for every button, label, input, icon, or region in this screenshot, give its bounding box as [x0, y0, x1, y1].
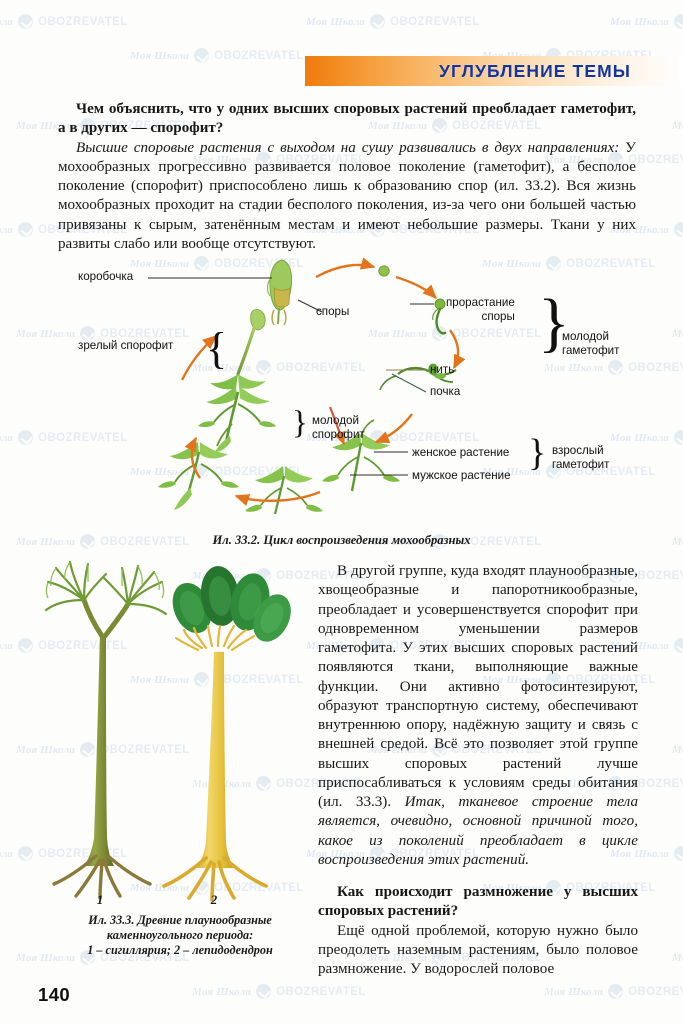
protonema-thread-and-bud	[379, 363, 457, 391]
label-nit: нить	[430, 363, 455, 376]
right-paragraph-1: В другой группе, куда входят плаунообраз…	[318, 562, 638, 870]
leafy-gametophyte-left	[198, 374, 276, 452]
right-paragraph-1-roman: В другой группе, куда входят плаунообраз…	[318, 563, 638, 810]
figure-333-caption: Ил. 33.3. Древние плаунообразные каменно…	[46, 913, 314, 958]
label-zrelyi-sporofit: зрелый спорофит	[78, 339, 174, 352]
arrow-to-female-plant	[328, 406, 346, 446]
lepidodendron-leaf-scars	[174, 624, 256, 652]
arrow-germ-to-protonema	[449, 329, 466, 370]
intro-text-block: Чем объяснить, что у одних высших споров…	[58, 100, 636, 254]
figure-332-caption: Ил. 33.2. Цикл воспроизведения мохообраз…	[212, 533, 471, 547]
arrow-capsule-to-spore	[315, 257, 376, 279]
question-heading-1: Чем объяснить, что у одних высших споров…	[58, 101, 636, 137]
label-molodoi-gametofit-line1: молодой	[562, 330, 609, 343]
label-vzroslyi-gametofit-line1: взрослый	[552, 444, 604, 457]
brace-adult-gametophyte: }	[528, 432, 547, 474]
label-molodoi-gametofit-line2: гаметофит	[562, 343, 620, 357]
right-column-text: В другой группе, куда входят плаунообраз…	[318, 562, 638, 979]
label-muzhskoe-rastenie: мужское растение	[412, 469, 511, 482]
label-prorastanie-spory: прорастание споры	[446, 296, 515, 323]
cycle-arrows	[180, 257, 466, 507]
page-number: 140	[38, 984, 71, 1005]
mature-sporophyte	[236, 309, 266, 376]
figure-333-caption-line1: Ил. 33.3. Древние плаунообразные	[88, 913, 272, 927]
label-spory: споры	[316, 305, 350, 318]
section-banner: УГЛУБЛЕНИЕ ТЕМЫ	[305, 56, 683, 86]
lepidodendron-roots	[162, 856, 268, 902]
figure-moss-life-cycle: коробочка споры зрелый спорофит { прорас…	[40, 252, 643, 520]
figure-333-caption-line3: 1 – сигиллярия; 2 – лепидодендрон	[87, 943, 273, 957]
moss-cycle-illustration	[148, 257, 466, 515]
figure-333-caption-line2: каменноугольного периода:	[106, 928, 254, 942]
label-prorastanie-line1: прорастание	[446, 296, 515, 309]
arrow-adult-to-young	[234, 490, 321, 507]
question-heading-2: Как происходит размножение у высших спор…	[318, 884, 638, 920]
label-molodoi-sporofit: молодой спорофит	[312, 414, 365, 441]
male-plant	[245, 466, 323, 515]
intro-rest: У мохообразных прогрессивно развивается …	[58, 140, 636, 252]
label-vzroslyi-gametofit: взрослый гаметофит	[552, 444, 609, 471]
lycophyte-illustration: 1	[44, 560, 291, 907]
brace-young-gametophyte: }	[538, 286, 570, 359]
sigillaria-plant	[44, 560, 168, 900]
label-prorastanie-line2: споры	[481, 309, 515, 323]
label-vzroslyi-gametofit-line2: гаметофит	[552, 457, 610, 471]
germinating-spore	[432, 298, 447, 335]
label-zhenskoe-rastenie: женское растение	[412, 446, 510, 459]
free-spore	[378, 265, 390, 277]
figure-333-number-2: 2	[210, 892, 218, 907]
sigillaria-fronds	[44, 560, 168, 616]
leader-lines	[148, 277, 434, 476]
lepidodendron-plant	[162, 566, 291, 902]
right-paragraph-2: Ещё одной проблемой, которую нужно было …	[318, 922, 638, 978]
label-molodoi-sporofit-line2: спорофит	[312, 427, 365, 441]
label-korobochka: коробочка	[78, 270, 134, 283]
intro-paragraph: Высшие споровые растения с выходом на су…	[58, 139, 636, 254]
label-pochka: почка	[430, 385, 461, 398]
brace-mature-sporophyte: {	[206, 324, 228, 373]
arrow-mature-to-capsule	[180, 335, 218, 381]
arrow-protonema-to-adult	[374, 413, 413, 444]
sigillaria-roots	[52, 854, 152, 900]
sporangium-capsule	[266, 259, 293, 326]
arrow-young-to-mature	[184, 436, 201, 479]
figure-ancient-lycophytes: 1	[44, 556, 316, 908]
intro-lead-italic: Высшие споровые растения с выходом на су…	[76, 140, 620, 157]
right-paragraph-1-italic: Итак, тканевое строение тела является, о…	[318, 794, 638, 868]
leader-spory	[297, 299, 323, 313]
brace-young-sporophyte: }	[292, 405, 308, 441]
banner-title: УГЛУБЛЕНИЕ ТЕМЫ	[439, 60, 631, 81]
label-molodoi-sporofit-line1: молодой	[312, 414, 359, 427]
lepidodendron-crown	[172, 566, 291, 642]
label-molodoi-gametofit: молодой гаметофит	[562, 330, 619, 357]
figure-333-number-1: 1	[97, 892, 104, 907]
leader-pochka	[391, 373, 427, 393]
arrow-spore-to-germination	[395, 275, 438, 300]
sigillaria-leaflets	[45, 561, 165, 599]
